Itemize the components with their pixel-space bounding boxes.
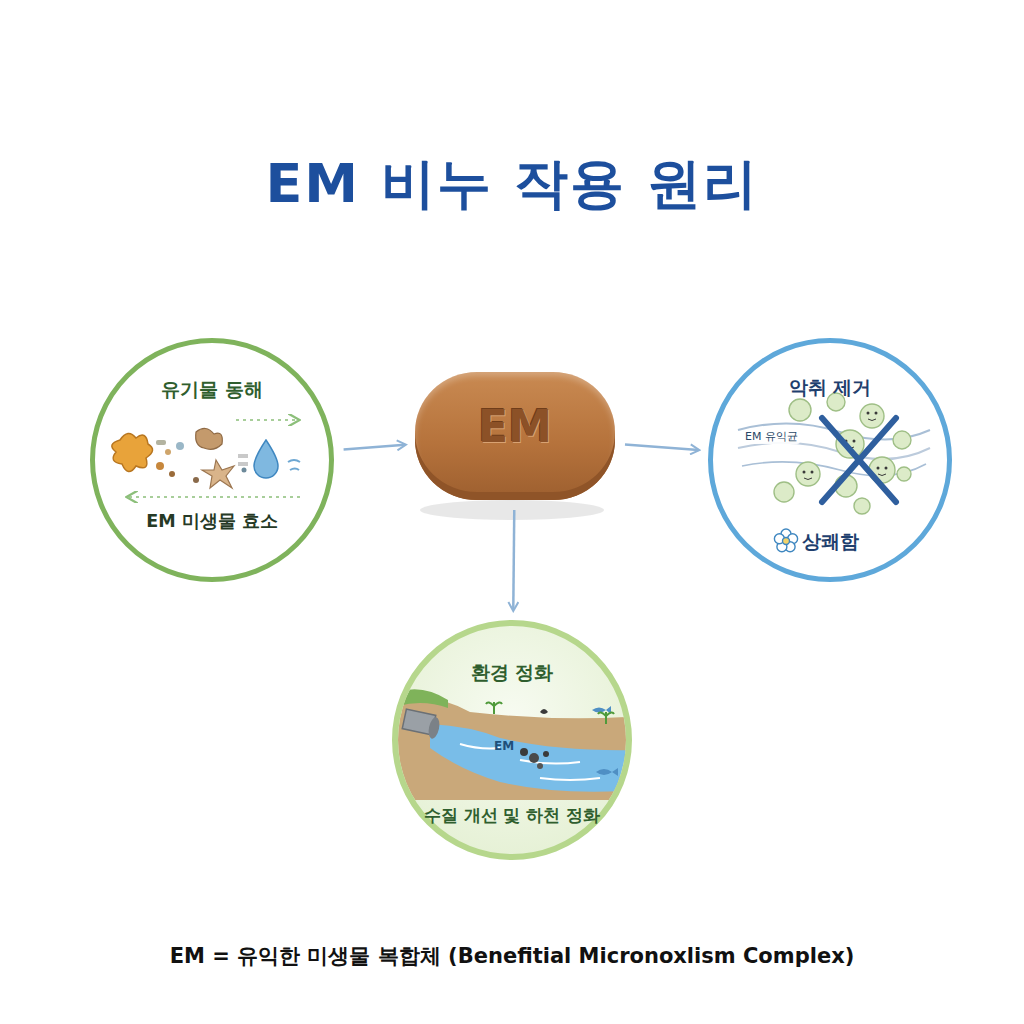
node-text: 수질 개선 및 하천 정화 (398, 806, 626, 825)
flow-arrow (625, 444, 698, 450)
node-text: EM 유익균 (743, 431, 800, 444)
process-circle: 악취 제거 EM 유익균상쾌함 (708, 338, 952, 582)
diagram-caption: EM = 유익한 미생물 복합체 (Benefitial Micronoxlis… (0, 942, 1024, 970)
process-circle: 유기물 동해 EM 미생물 효소 (90, 338, 334, 582)
node-text: 악취 제거 (713, 377, 947, 398)
soap-bar: EM (415, 372, 615, 500)
node-text: EM (494, 740, 514, 754)
river-illustration (392, 624, 640, 856)
node-text: EM (415, 402, 615, 453)
node-text: 상쾌함 (713, 531, 947, 552)
flow-arrow (512, 510, 515, 610)
soap-shadow (420, 500, 604, 520)
organic-matter-illustration (112, 420, 300, 497)
node-text: 유기물 동해 (95, 379, 329, 400)
diagram-title: EM 비누 작용 원리 (0, 148, 1024, 221)
node-text: EM 미생물 효소 (95, 511, 329, 531)
process-circle: 환경 정화 EM 수질 개선 및 하천 정화 (392, 620, 632, 860)
flow-arrow (344, 445, 405, 450)
node-text: 환경 정화 (398, 662, 626, 683)
odor-removal-illustration (738, 393, 930, 552)
